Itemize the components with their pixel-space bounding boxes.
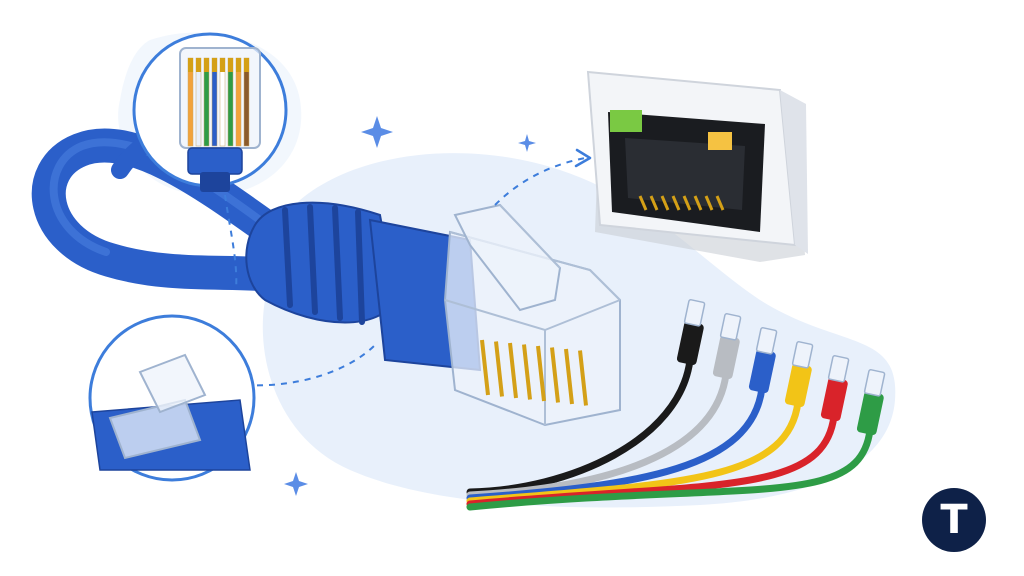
patch-cable-boot [856,391,884,436]
ethernet-port-socket [586,70,808,262]
sparkle-star-icon [518,134,536,152]
wire-gold-contact [212,58,217,72]
port-led-green [610,110,642,132]
port-gold-pin [704,195,714,211]
gold-pin [578,350,588,406]
wire-gold-contact [236,58,241,72]
patch-cable-boot [820,377,848,422]
gold-pin [564,348,574,405]
port-gold-pin [649,195,659,211]
patch-cable [466,426,874,511]
logo-letter: T [940,497,968,543]
patch-cable-boot [784,363,812,408]
wire-gold-contact [244,58,249,72]
t-logo-badge: T [922,488,986,552]
port-gold-pin [693,195,703,211]
patch-cable-bundle [466,299,886,511]
patch-cable-plug [827,355,850,383]
gold-pin [536,345,546,402]
port-gold-pin [682,195,692,211]
inset-wiring-view [132,32,288,192]
plug-gold-pins [480,339,588,406]
gold-pin [494,341,504,397]
dashed-arrow-icon [494,157,586,206]
inset-latch-view [88,314,256,482]
patch-cable-boot [748,349,776,394]
sparkle-star-icon [361,116,393,148]
port-gold-pin [660,195,670,211]
dashed-arrow-head [574,148,592,168]
gold-pin [480,339,490,396]
patch-cable-plug [791,341,814,369]
gold-pin [522,344,532,400]
port-gold-pin [671,195,681,211]
wire-gold-contact [188,58,193,72]
wire-gold-contact [220,58,225,72]
patch-cable-plug [683,299,706,327]
patch-cable-boot [712,335,740,380]
patch-cable-plug [719,313,742,341]
wire-gold-contact [204,58,209,72]
port-gold-pin [638,195,648,211]
wire-gold-contact [196,58,201,72]
wire-gold-contact [228,58,233,72]
gold-pin [508,342,518,399]
patch-cable-plug [755,327,778,355]
gold-pin [550,347,560,403]
sparkle-star-icon [284,472,308,496]
connector-boot [245,201,397,325]
patch-cable-boot [676,321,704,366]
rj45-plug-head [443,203,621,427]
port-gold-pin [715,195,725,211]
port-led-amber [708,132,732,150]
dashed-leader-top [224,194,238,291]
dashed-leader-bottom [244,344,376,387]
patch-cable-plug [863,369,886,397]
